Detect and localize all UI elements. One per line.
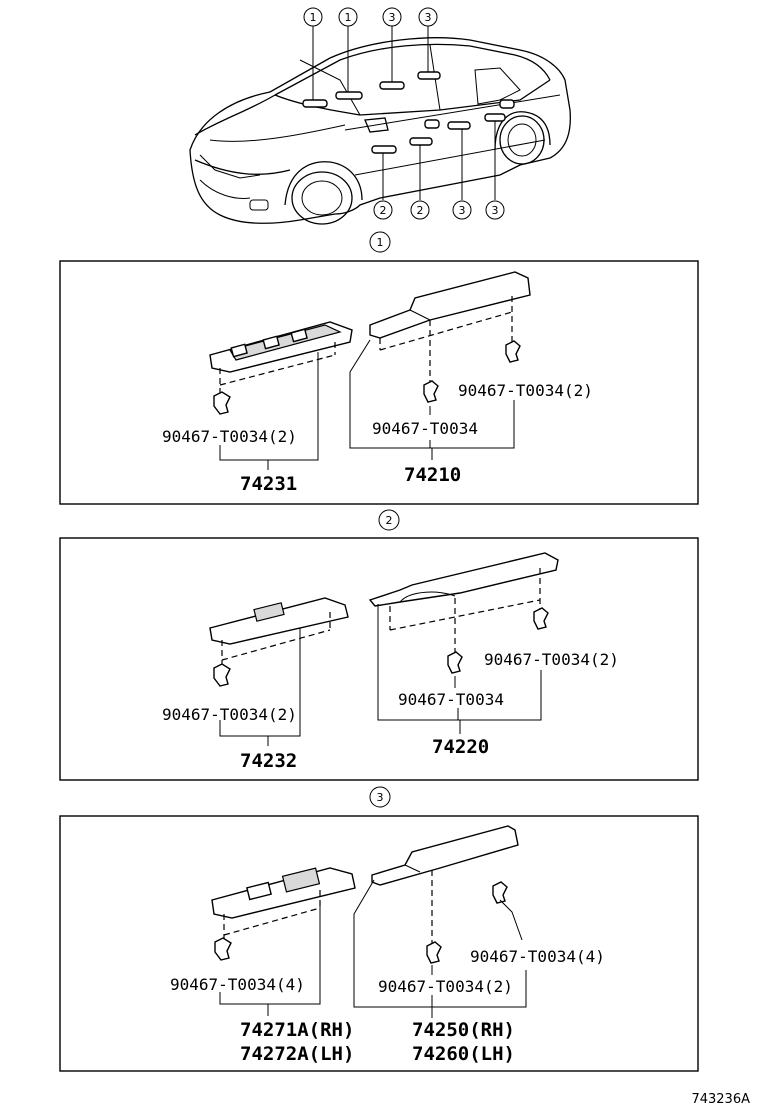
callout-number: 1 bbox=[345, 11, 352, 24]
section-2-clip-left-label: 90467-T0034(2) bbox=[162, 705, 297, 724]
clip-icon bbox=[214, 937, 232, 961]
armrest-74220 bbox=[368, 552, 559, 607]
section-2-parts bbox=[209, 552, 559, 746]
section-3-parts bbox=[211, 825, 527, 1018]
callout-number: 3 bbox=[389, 11, 396, 24]
section-1-part-left-label: 74231 bbox=[240, 473, 297, 495]
callout-number: 3 bbox=[425, 11, 432, 24]
section-3-clip-left-label: 90467-T0034(4) bbox=[170, 975, 305, 994]
clip-icon bbox=[505, 340, 521, 363]
section-3-box bbox=[59, 815, 699, 1072]
section-3-part-left-rh-label: 74271A(RH) bbox=[240, 1019, 354, 1041]
section-2-part-left-label: 74232 bbox=[240, 750, 297, 772]
clip-icon bbox=[492, 881, 508, 904]
clip-icon bbox=[213, 391, 231, 415]
section-2-marker bbox=[378, 509, 400, 531]
figure-id: 743236A bbox=[691, 1092, 750, 1107]
section-3-part-right-rh-label: 74250(RH) bbox=[412, 1019, 515, 1041]
callout-circle bbox=[452, 200, 472, 220]
section-3-part-left-lh-label: 74272A(LH) bbox=[240, 1043, 354, 1065]
car-callouts: 1 1 3 3 2 2 3 3 bbox=[303, 7, 505, 220]
section-3-clip-mid-label: 90467-T0034(2) bbox=[378, 977, 513, 996]
clip-icon bbox=[533, 607, 549, 630]
section-2-box bbox=[59, 537, 699, 781]
section-2-part-right-label: 74220 bbox=[432, 736, 489, 758]
section-3-part-right-lh-label: 74260(LH) bbox=[412, 1043, 515, 1065]
callout-circle bbox=[382, 7, 402, 27]
section-1-part-right-label: 74210 bbox=[404, 464, 461, 486]
callout-circle bbox=[485, 200, 505, 220]
section-3-clip-right-label: 90467-T0034(4) bbox=[470, 947, 605, 966]
section-1-clip-mid-label: 90467-T0034 bbox=[372, 419, 478, 438]
section-1-marker bbox=[369, 231, 391, 253]
callout-circle bbox=[338, 7, 358, 27]
armrest-74250 bbox=[371, 825, 519, 886]
clip-icon bbox=[426, 941, 442, 964]
callout-number: 3 bbox=[492, 204, 499, 217]
callout-circle bbox=[410, 200, 430, 220]
callout-number: 1 bbox=[310, 11, 317, 24]
callout-circle bbox=[303, 7, 323, 27]
section-3-number: 3 bbox=[377, 791, 384, 804]
section-2-clip-right-label: 90467-T0034(2) bbox=[484, 650, 619, 669]
section-1-parts bbox=[209, 271, 531, 470]
clip-icon bbox=[213, 663, 231, 687]
callout-number: 2 bbox=[380, 204, 387, 217]
callout-circle bbox=[373, 200, 393, 220]
switch-base-74232 bbox=[209, 597, 349, 645]
section-1-clip-right-label: 90467-T0034(2) bbox=[458, 381, 593, 400]
section-2-clip-mid-label: 90467-T0034 bbox=[398, 690, 504, 709]
clip-icon bbox=[423, 380, 439, 403]
callout-number: 3 bbox=[459, 204, 466, 217]
section-1-box bbox=[59, 260, 699, 505]
section-2-number: 2 bbox=[386, 514, 393, 527]
clip-icon bbox=[447, 651, 463, 674]
section-1-number: 1 bbox=[377, 236, 384, 249]
section-1-clip-left-label: 90467-T0034(2) bbox=[162, 427, 297, 446]
section-3-marker bbox=[369, 786, 391, 808]
car-illustration bbox=[189, 37, 571, 225]
callout-circle bbox=[418, 7, 438, 27]
armrest-74210 bbox=[369, 271, 531, 339]
callout-number: 2 bbox=[417, 204, 424, 217]
